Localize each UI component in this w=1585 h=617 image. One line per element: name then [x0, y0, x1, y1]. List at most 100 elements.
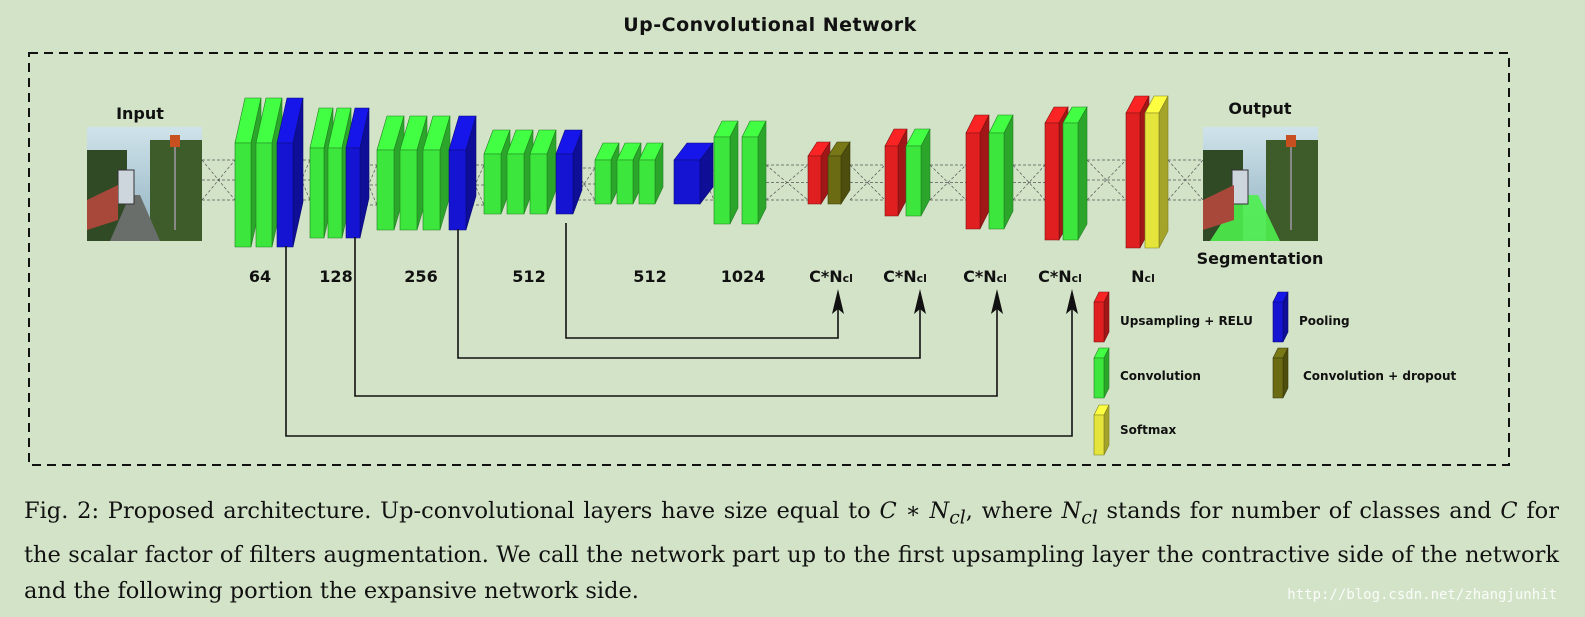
block-upsample-3-front — [965, 132, 981, 230]
block-conv-up-4-front — [1062, 122, 1079, 241]
block-conv-512-a-front — [483, 153, 502, 215]
architecture-diagram: Input Output Segmentation 64 128 256 512… — [28, 52, 1510, 466]
block-conv-256-c — [422, 115, 451, 231]
input-label: Input — [116, 104, 164, 123]
block-upsample-2 — [884, 128, 908, 217]
skip-connection-256 — [457, 229, 921, 359]
layer-label-cn-4-sub: cl — [1072, 272, 1082, 285]
block-conv-128-b — [327, 107, 352, 239]
block-conv-512-c — [529, 129, 557, 215]
legend-swatch-softmax — [1093, 404, 1110, 456]
legend-swatch-upsampling — [1093, 291, 1110, 343]
layer-label-64: 64 — [249, 267, 271, 286]
input-image — [87, 127, 202, 241]
block-conv-1024-b-side — [757, 120, 767, 225]
block-conv-512b-a — [594, 142, 620, 205]
legend-pooling-label: Pooling — [1299, 314, 1350, 328]
layer-blocks — [234, 95, 1169, 249]
skip-connection-128 — [354, 237, 998, 397]
layer-label-cn-3: C*Ncl — [963, 267, 1007, 286]
layer-label-cn-3-main: C*N — [963, 267, 997, 286]
block-conv-up-4-side — [1077, 105, 1088, 242]
block-conv-1024-a — [713, 120, 739, 225]
block-conv-up-3-front — [988, 132, 1005, 230]
block-conv-up-3-side — [1003, 114, 1014, 230]
watermark: http://blog.csdn.net/zhangjunhit — [1287, 587, 1557, 603]
legend-convolution-label: Convolution — [1120, 369, 1201, 383]
block-conv-1024-a-side — [729, 120, 739, 225]
block-conv-256-b-front — [399, 149, 418, 231]
layer-label-cn-4-main: C*N — [1038, 267, 1072, 286]
block-conv-128-b-front — [327, 147, 343, 239]
caption-math-3: C — [1500, 498, 1518, 524]
block-upsample-1-front — [807, 155, 822, 205]
block-conv-128-a-front — [309, 147, 325, 239]
connector-8 — [929, 164, 967, 201]
legend-swatch-conv-dropout-front — [1272, 357, 1284, 399]
block-upsample-3 — [965, 114, 990, 230]
block-conv-up-3 — [988, 114, 1014, 230]
legend-swatches — [1093, 291, 1289, 456]
block-conv-512b-c-front — [638, 159, 656, 205]
figure-caption: Fig. 2: Proposed architecture. Up-convol… — [24, 493, 1559, 609]
layer-label-cn-3-sub: cl — [997, 272, 1007, 285]
layer-label-cn-1: C*Ncl — [809, 267, 853, 286]
layer-label-ncl-main: N — [1131, 267, 1144, 286]
block-pool-128-front — [345, 147, 361, 239]
segmentation-label: Segmentation — [1197, 249, 1324, 268]
legend-swatch-conv-dropout — [1272, 347, 1289, 399]
block-conv-512b-b-front — [616, 159, 634, 205]
connector-9 — [1012, 164, 1046, 201]
connector-7 — [849, 164, 886, 201]
layer-label-128: 128 — [319, 267, 352, 286]
block-conv-up-2 — [905, 128, 931, 217]
legend-swatch-convolution-front — [1093, 357, 1105, 399]
block-upsample-4-front — [1044, 122, 1060, 241]
block-conv-64-a-front — [234, 142, 252, 248]
legend-swatch-pooling-front — [1272, 301, 1284, 343]
block-conv-512b-b — [616, 142, 642, 205]
connector-10 — [1086, 159, 1127, 201]
block-conv-512-b-front — [506, 153, 525, 215]
legend-upsampling-label: Upsampling + RELU — [1120, 314, 1253, 328]
layer-label-cn-2-sub: cl — [917, 272, 927, 285]
block-conv-512b-a-front — [594, 159, 612, 205]
arrowhead-1 — [832, 289, 844, 314]
caption-math-2: N — [1061, 498, 1082, 524]
skip-arrowheads — [832, 289, 1078, 314]
legend-swatch-pooling — [1272, 291, 1289, 343]
legend-swatch-softmax-front — [1093, 414, 1105, 456]
arrowhead-3 — [991, 289, 1003, 314]
legend-softmax-label: Softmax — [1120, 423, 1176, 437]
connector-6 — [765, 164, 809, 201]
layer-label-512-b: 512 — [633, 267, 666, 286]
block-conv-512-b — [506, 129, 534, 215]
layer-label-512-a: 512 — [512, 267, 545, 286]
block-pool-512b-front — [673, 159, 701, 205]
caption-part-3: stands for number of classes and — [1097, 498, 1501, 524]
diagram-title: Up-Convolutional Network — [623, 14, 917, 36]
output-label: Output — [1228, 99, 1291, 118]
connector-0 — [201, 159, 236, 201]
block-pool-64-front — [276, 142, 294, 248]
block-softmax-block — [1144, 95, 1169, 249]
block-conv-256-a-front — [376, 149, 395, 231]
layer-label-ncl-sub: cl — [1145, 272, 1155, 285]
block-pool-128 — [345, 107, 370, 239]
output-image — [1203, 127, 1318, 241]
skip-connection-64 — [285, 246, 1073, 437]
layer-label-cn-2: C*Ncl — [883, 267, 927, 286]
legend-swatch-convolution — [1093, 347, 1110, 399]
layer-label-cn-2-main: C*N — [883, 267, 917, 286]
layer-label-256: 256 — [404, 267, 437, 286]
caption-part-4: for the scalar factor of filters augment… — [24, 498, 1559, 604]
layer-labels: 64 128 256 512 512 1024 C*Ncl C*Ncl C*Nc… — [249, 267, 1155, 286]
block-upsample-2-front — [884, 145, 899, 217]
layer-label-1024: 1024 — [721, 267, 766, 286]
caption-math-1-sub: cl — [949, 507, 966, 529]
block-upsample-3-side — [979, 114, 990, 230]
block-conv-512-c-front — [529, 153, 548, 215]
skip-connections — [285, 223, 1073, 437]
caption-part-2: , where — [965, 498, 1062, 524]
block-pool-64 — [276, 97, 304, 248]
